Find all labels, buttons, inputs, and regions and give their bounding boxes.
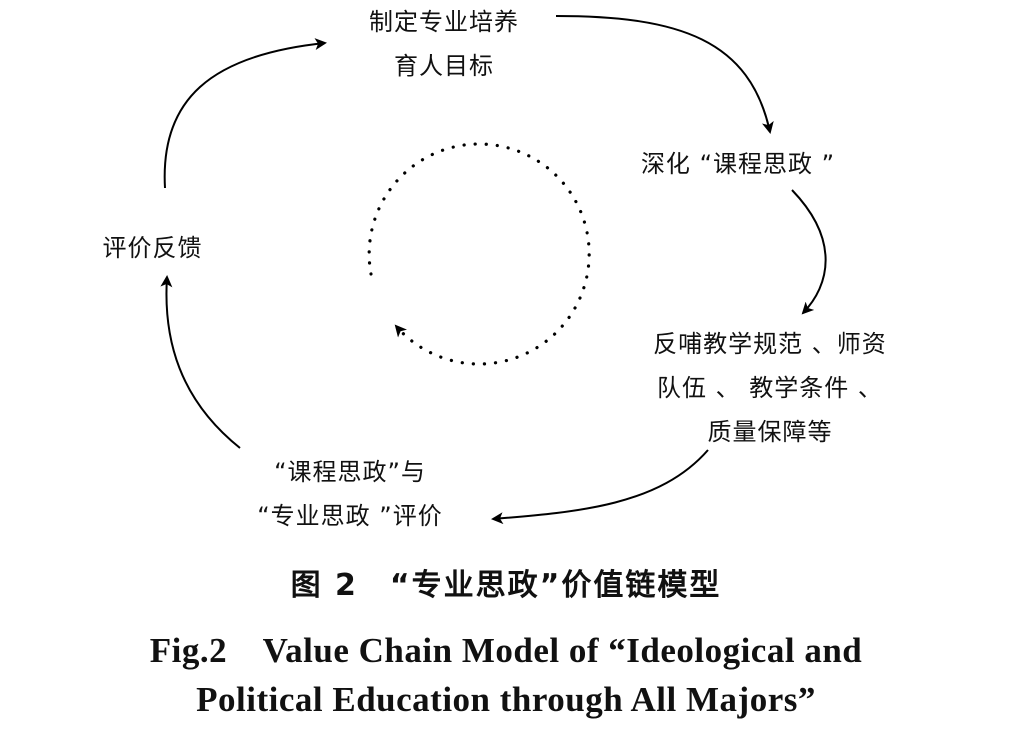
arrow-goal-to-deepen (555, 15, 774, 134)
node-feedback: 评价反馈 (80, 226, 225, 270)
node-evaluation: “课程思政”与 “专业思政 ”评价 (215, 450, 485, 538)
dotted-cycle-arc (367, 142, 591, 366)
node-evaluation-line-1: “课程思政”与 (274, 458, 426, 486)
figure-caption-cn: 图 2 “专业思政”价值链模型 (290, 568, 722, 603)
node-practice-line-2: 队伍 、 教学条件 、 (657, 374, 883, 402)
arrow-evaluation-to-feedback (160, 275, 241, 449)
node-practice-line-1: 反哺教学规范 、师资 (653, 330, 887, 358)
figure-caption-en-line-2: Political Education through All Majors” (196, 680, 816, 719)
arrow-deepen-to-practice (791, 189, 827, 315)
node-goal: 制定专业培养 育人目标 (330, 0, 558, 88)
node-deepen-line-1: 深化 “课程思政 ” (640, 150, 836, 178)
node-feedback-practice: 反哺教学规范 、师资 队伍 、 教学条件 、 质量保障等 (620, 322, 920, 454)
node-evaluation-line-2: “专业思政 ”评价 (257, 502, 443, 530)
arrow-practice-to-evaluation (491, 449, 709, 525)
node-deepen: 深化 “课程思政 ” (605, 142, 871, 186)
node-goal-line-2: 育人目标 (394, 52, 494, 80)
node-feedback-line-1: 评价反馈 (102, 234, 203, 262)
figure-caption-en-line-1: Fig.2 Value Chain Model of “Ideological … (149, 631, 863, 670)
arrow-feedback-to-goal (163, 38, 327, 189)
node-practice-line-3: 质量保障等 (707, 418, 833, 446)
node-goal-line-1: 制定专业培养 (369, 8, 519, 36)
